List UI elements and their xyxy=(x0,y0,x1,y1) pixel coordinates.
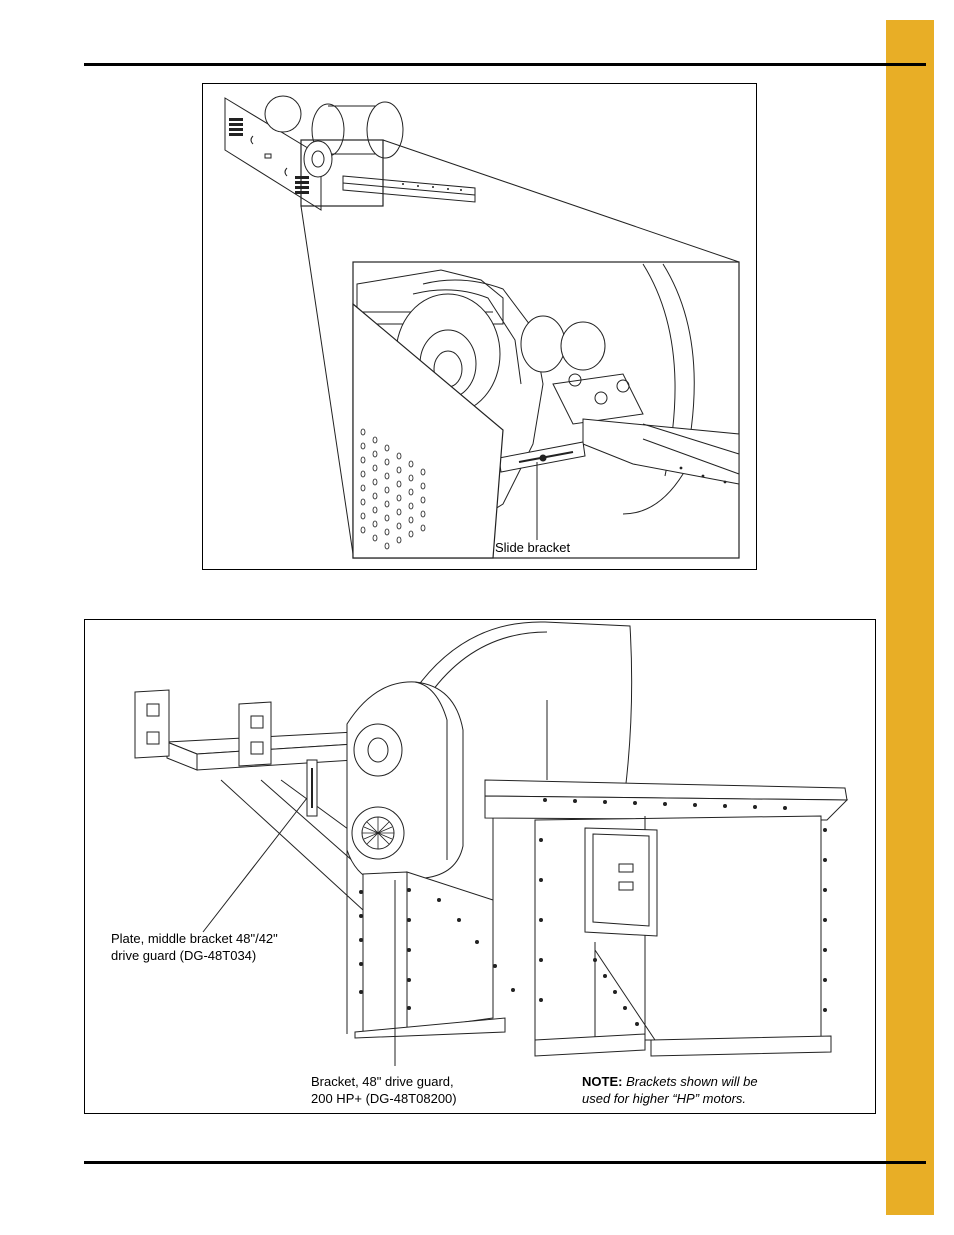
section-tab xyxy=(886,20,934,1215)
note-text-1: Brackets shown will be xyxy=(626,1074,758,1089)
plate-middle-bracket-callout: Plate, middle bracket 48"/42" drive guar… xyxy=(111,930,278,964)
note-block: NOTE: Brackets shown will be used for hi… xyxy=(582,1073,758,1107)
figure-slide-bracket: Slide bracket xyxy=(202,83,757,570)
footer-rule xyxy=(84,1161,926,1164)
note-text-2: used for higher “HP” motors. xyxy=(582,1091,747,1106)
figure-drive-guard-brackets: Plate, middle bracket 48"/42" drive guar… xyxy=(84,619,876,1114)
bracket-callout-line-1: Bracket, 48" drive guard, xyxy=(311,1074,454,1089)
slide-bracket-callout: Slide bracket xyxy=(495,540,571,555)
note-line-1: NOTE: Brackets shown will be xyxy=(582,1073,758,1090)
header-rule xyxy=(84,63,926,66)
plate-callout-line-1: Plate, middle bracket 48"/42" xyxy=(111,931,278,946)
plate-callout-line-2: drive guard (DG-48T034) xyxy=(111,948,257,963)
bracket-callout-line-2: 200 HP+ (DG-48T08200) xyxy=(311,1091,457,1106)
drive-guard-illustration xyxy=(134,621,849,1066)
note-label: NOTE: xyxy=(582,1074,623,1089)
bracket-drive-guard-callout: Bracket, 48" drive guard, 200 HP+ (DG-48… xyxy=(311,1073,457,1107)
slide-bracket-illustration xyxy=(224,95,740,559)
